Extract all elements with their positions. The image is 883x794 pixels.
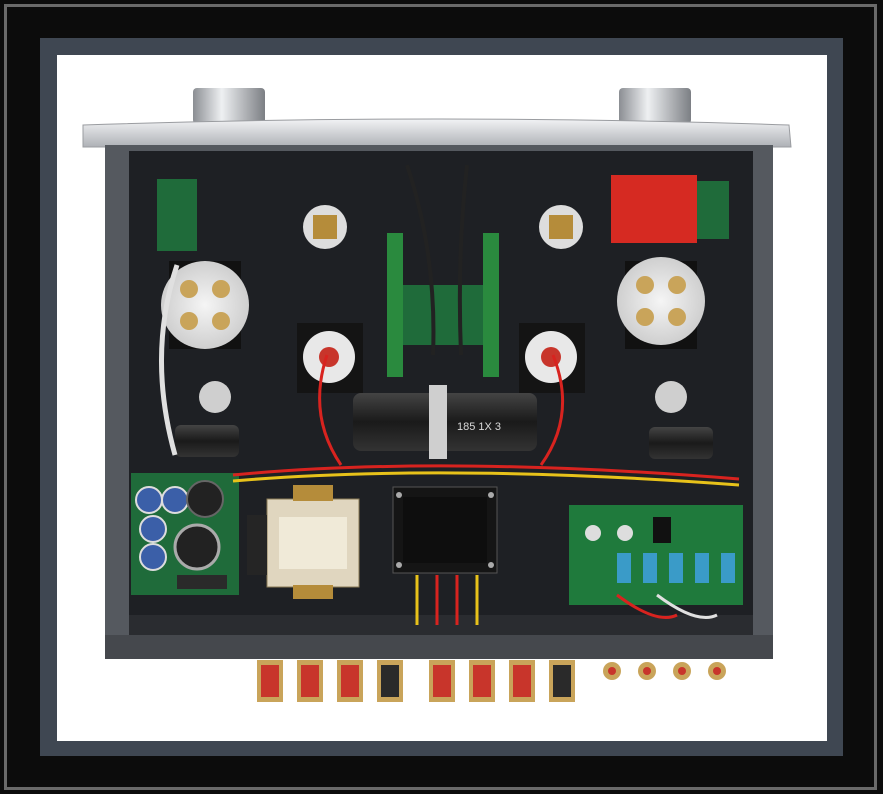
small-board	[157, 179, 197, 251]
amplifier-illustration: 185 1X 3	[82, 88, 792, 702]
driver-board-right	[483, 233, 499, 377]
volume-knob	[193, 88, 265, 124]
tube-socket-top-left	[303, 205, 347, 249]
capacitor-label: 185 1X 3	[457, 421, 501, 433]
front-faceplate	[82, 118, 792, 148]
driver-board-left	[387, 233, 403, 377]
pot-right	[655, 381, 687, 413]
pot-left	[199, 381, 231, 413]
tube-socket-right-small	[519, 323, 585, 393]
capacitor-left	[175, 425, 239, 457]
tube-socket-left-small	[297, 323, 363, 393]
selector-knob	[619, 88, 691, 124]
input-selector-board	[569, 505, 743, 605]
capacitor-right	[649, 427, 713, 459]
wiring-harness	[159, 164, 740, 625]
power-supply-board	[131, 473, 239, 595]
filter-capacitor: 185 1X 3	[353, 385, 537, 459]
amplifier-photo: 185 1X 3	[57, 55, 827, 741]
frame-border	[4, 4, 877, 790]
protection-relay	[611, 175, 729, 243]
tube-socket-right-large	[617, 257, 705, 349]
power-transformer	[247, 485, 360, 599]
tube-socket-top-right	[539, 205, 583, 249]
tube-socket-left-large	[161, 261, 249, 349]
speaker-terminals	[257, 660, 575, 702]
output-transformer	[392, 486, 498, 574]
rca-inputs	[603, 662, 726, 680]
